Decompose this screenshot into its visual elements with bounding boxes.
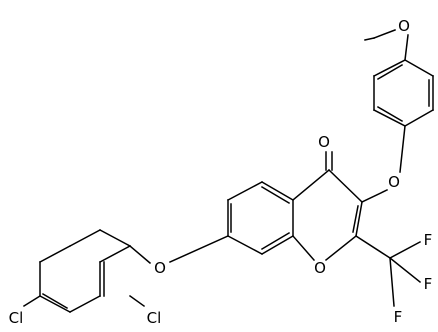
- atom-label-methoxy-oxygen: O: [398, 17, 410, 35]
- bond-17: [327, 168, 364, 204]
- bond-13: [399, 125, 406, 173]
- atom-label-fluorine-bottom: F: [394, 308, 403, 326]
- bond-14: [360, 188, 389, 204]
- atom-label-chlorine-left: Cl: [9, 309, 24, 327]
- bond-9: [372, 58, 407, 78]
- bond-19: [324, 234, 358, 262]
- bond-1: [373, 29, 396, 39]
- bond-47: [41, 292, 69, 310]
- bond-26: [388, 256, 422, 284]
- bond-20: [291, 234, 316, 262]
- bond-49: [128, 294, 146, 308]
- bond-35: [260, 231, 291, 251]
- bond-11: [376, 105, 404, 123]
- atom-label-fluorine-right: F: [424, 275, 433, 293]
- atom-label-ring-oxygen: O: [314, 259, 326, 277]
- bond-38: [98, 228, 132, 248]
- bond-45: [98, 244, 132, 264]
- atom-label-chlorine-right: Cl: [147, 309, 162, 327]
- bond-4: [403, 58, 435, 78]
- bond-32: [260, 234, 295, 256]
- bond-28: [260, 180, 295, 202]
- atom-label-benzyloxy-oxygen: O: [154, 259, 166, 277]
- bond-6: [403, 108, 435, 128]
- bond-40: [38, 244, 72, 264]
- bond-37: [128, 244, 152, 265]
- bond-18: [355, 201, 363, 237]
- bond-39: [68, 228, 102, 248]
- bond-12: [376, 63, 404, 81]
- atom-label-ether-oxygen: O: [388, 173, 400, 191]
- bond-24: [354, 234, 392, 260]
- atom-labels: O O O O O F F F Cl Cl: [9, 17, 433, 327]
- bond-48: [22, 294, 42, 308]
- bond-36: [169, 235, 229, 263]
- bond-2: [364, 37, 375, 41]
- bond-27: [389, 257, 395, 307]
- bond-25: [388, 240, 422, 260]
- bond-7: [372, 108, 407, 128]
- bond-23: [352, 205, 359, 233]
- bond-lines: [22, 29, 435, 314]
- bond-43: [68, 294, 102, 314]
- bond-42: [38, 294, 72, 314]
- bond-31: [226, 234, 264, 256]
- atom-label-fluorine-top: F: [424, 231, 433, 249]
- atom-label-ketone-oxygen: O: [318, 133, 330, 151]
- bond-22: [291, 168, 331, 202]
- bond-33: [260, 185, 291, 205]
- bond-29: [226, 180, 264, 202]
- bond-3: [404, 34, 409, 61]
